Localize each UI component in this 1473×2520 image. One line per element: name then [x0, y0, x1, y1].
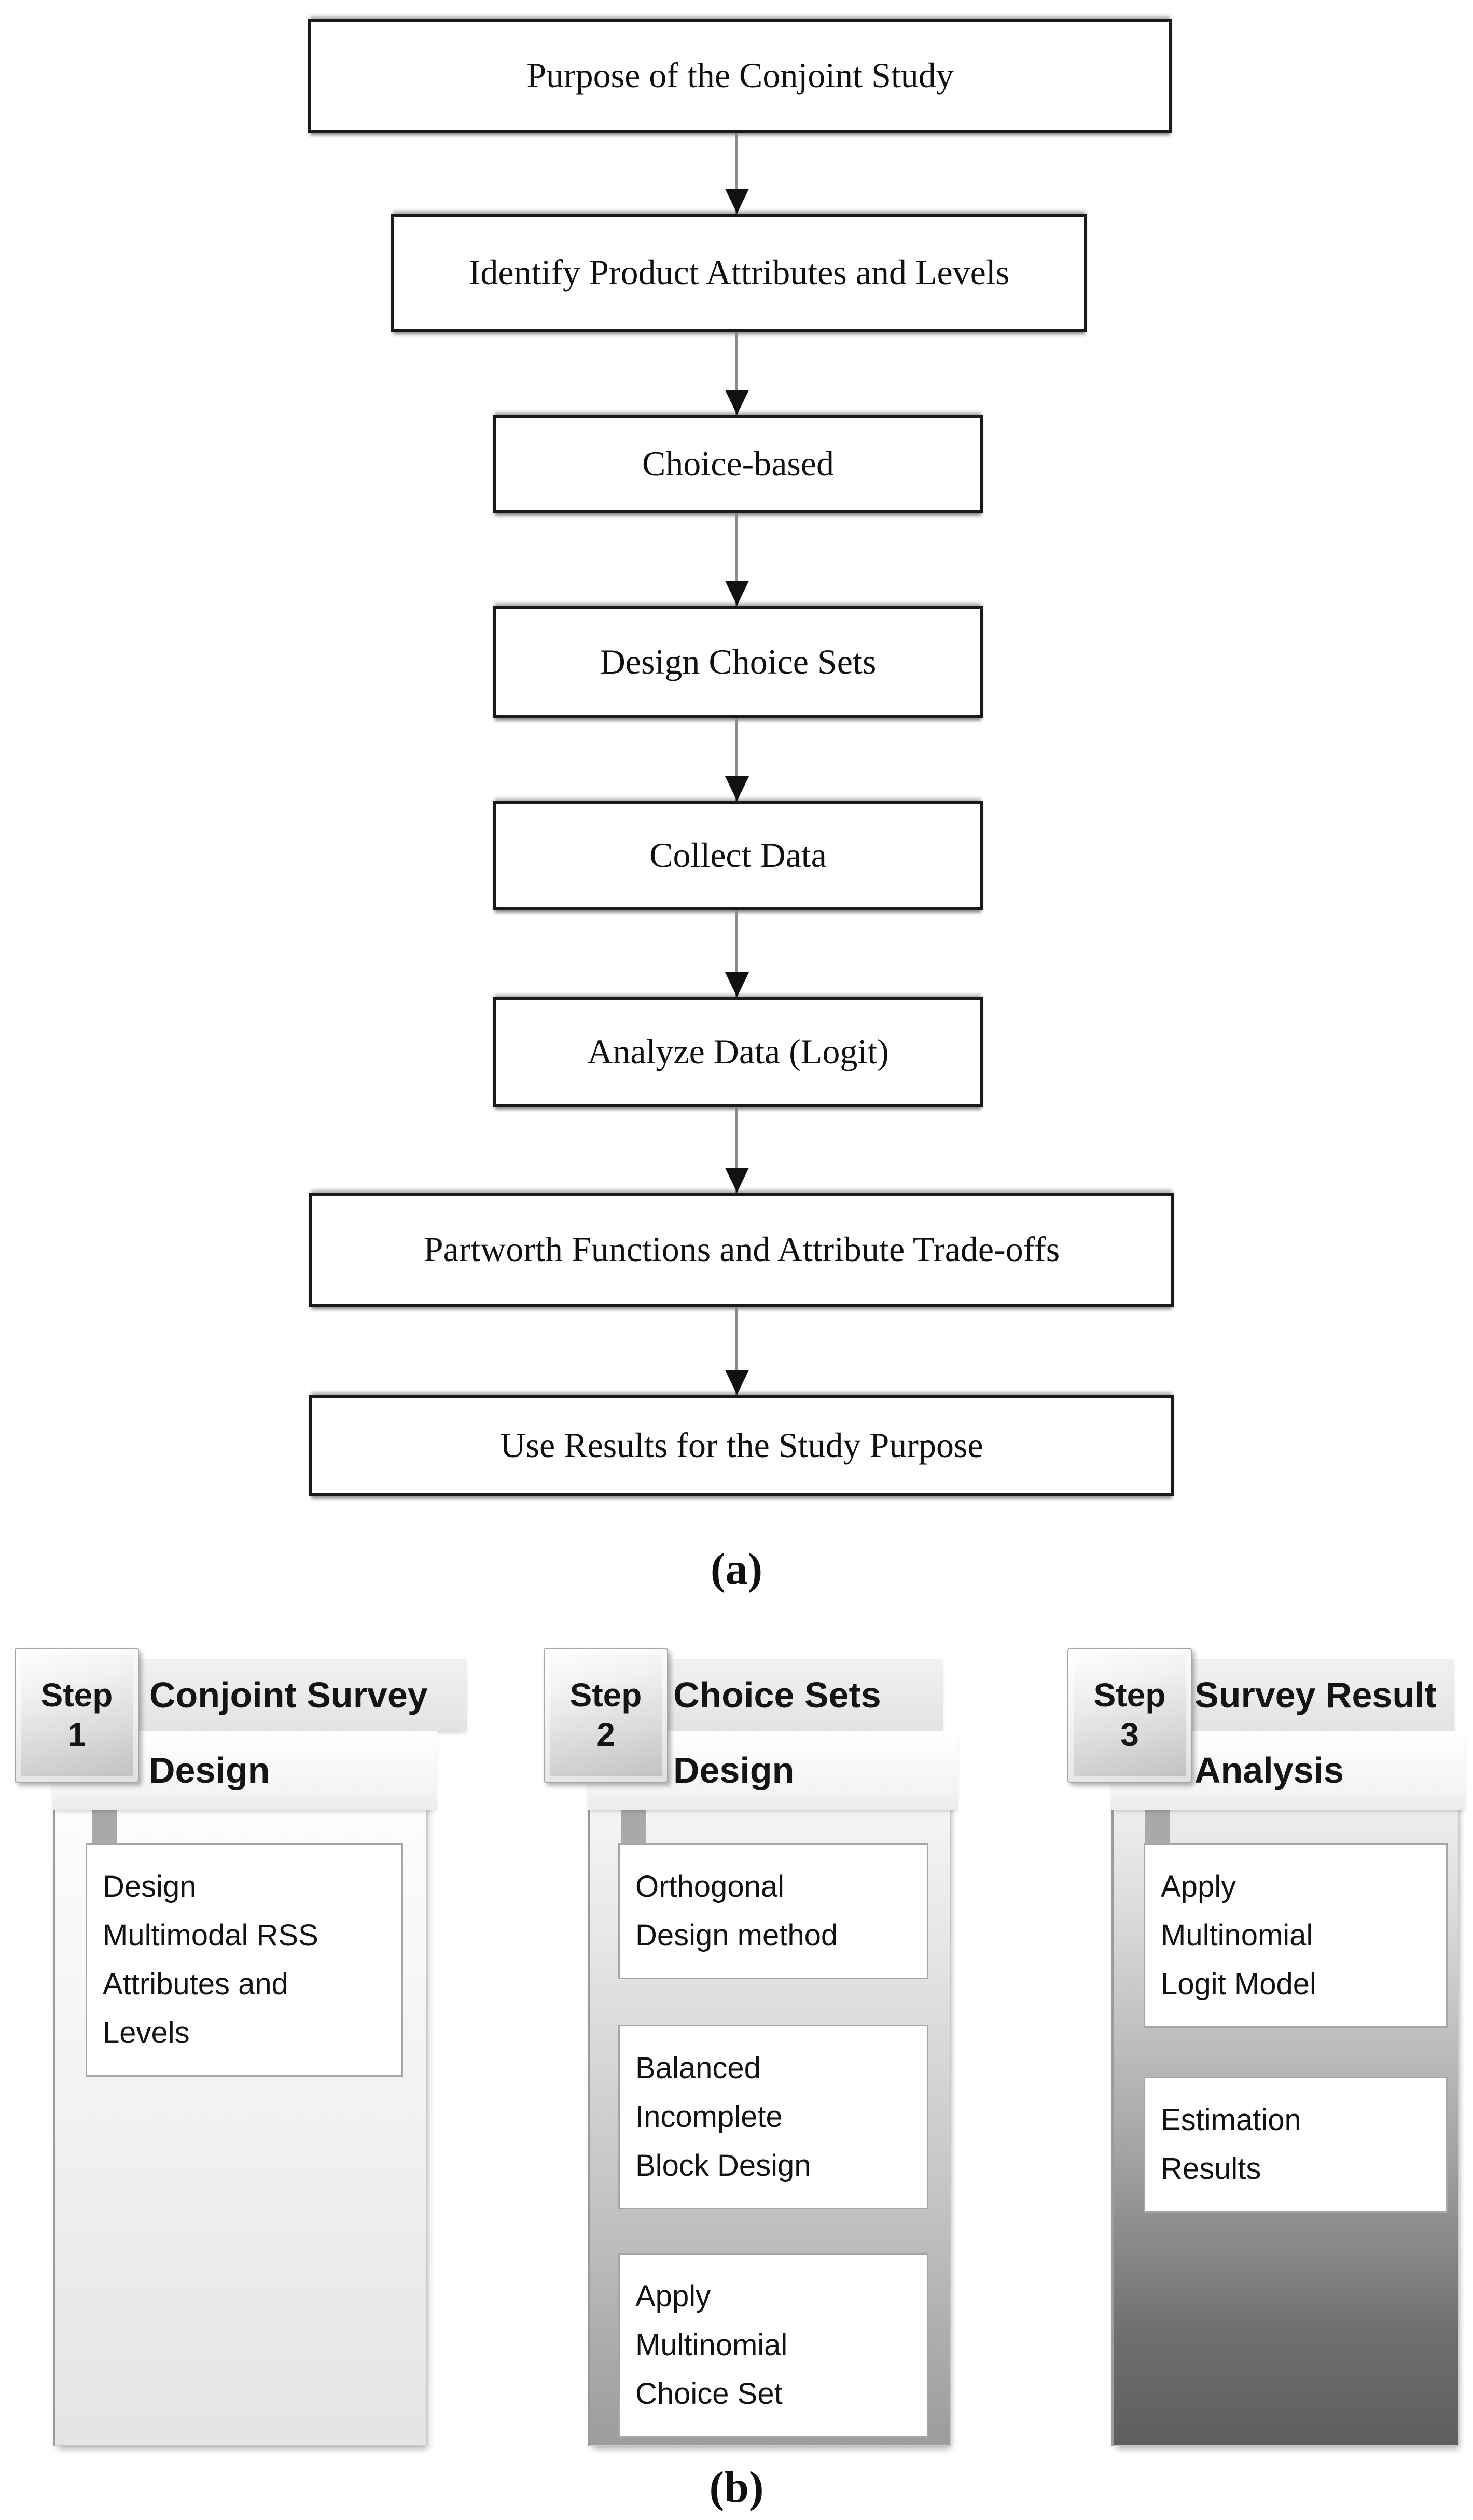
step2-title-line1: Choice Sets [673, 1675, 881, 1715]
step3-box-logit-model: Apply Multinomial Logit Model [1144, 1843, 1448, 2028]
box-line: Design [103, 1870, 197, 1903]
box-line: Choice Set [635, 2376, 783, 2411]
step3-badge-word: Step [1093, 1676, 1166, 1714]
step2-badge-number: 2 [596, 1716, 615, 1753]
flow-arrow [725, 332, 749, 415]
step2-badge-word: Step [569, 1676, 642, 1714]
box-line: Incomplete [635, 2099, 783, 2134]
flow-box-design-sets: Design Choice Sets [493, 606, 983, 718]
flow-box-partworth: Partworth Functions and Attribute Trade-… [309, 1193, 1174, 1307]
box-line: Design method [635, 1918, 838, 1952]
flow-box-choice-based: Choice-based [493, 415, 983, 513]
flow-arrow [725, 1307, 749, 1395]
flow-box-analyze: Analyze Data (Logit) [493, 997, 983, 1107]
step1-badge: Step 1 [15, 1648, 139, 1783]
arrow-head-icon [725, 972, 749, 997]
step3-badge-number: 3 [1120, 1716, 1139, 1753]
step2-box-multinomial-set: Apply Multinomial Choice Set [618, 2253, 928, 2438]
flow-box-identify: Identify Product Attributes and Levels [391, 214, 1087, 332]
box-line: Results [1161, 2151, 1261, 2186]
box-line: Logit Model [1161, 1967, 1316, 2001]
flow-box-collect: Collect Data [493, 801, 983, 910]
panel-a-label: (a) [710, 1544, 763, 1593]
step2-box-bibd: Balanced Incomplete Block Design [618, 2025, 928, 2209]
step2-title-line2: Design [673, 1750, 795, 1790]
step2-badge: Step 2 [544, 1648, 668, 1783]
step1-title-strip: Design [53, 1731, 437, 1810]
flow-arrow [725, 1107, 749, 1193]
step1-title-line2: Design [149, 1750, 270, 1790]
arrow-head-icon [725, 776, 749, 801]
arrow-head-icon [725, 390, 749, 415]
box-line: Apply [1161, 1870, 1236, 1903]
step1-badge-number: 1 [67, 1716, 86, 1753]
step3-box-estimation: Estimation Results [1144, 2077, 1448, 2213]
arrow-head-icon [725, 1370, 749, 1395]
box-line: Block Design [635, 2148, 811, 2182]
step1-badge-word: Step [40, 1676, 113, 1714]
box-line: Balanced [635, 2051, 761, 2085]
step3-title-line1: Survey Result [1194, 1675, 1437, 1715]
step1-box-attributes: Design Multimodal RSS Attributes and Lev… [86, 1843, 403, 2077]
arrow-head-icon [725, 189, 749, 214]
box-line: Multinomial [1161, 1918, 1313, 1952]
flow-arrow [725, 513, 749, 606]
box-line: Attributes and [103, 1967, 288, 2001]
step3-title-line2: Analysis [1194, 1750, 1344, 1790]
box-line: Orthogonal [635, 1870, 784, 1903]
arrow-head-icon [725, 581, 749, 606]
box-line: Levels [103, 2015, 190, 2050]
step3-badge: Step 3 [1067, 1648, 1192, 1783]
box-line: Multimodal RSS [103, 1918, 318, 1952]
step2-box-orthogonal: Orthogonal Design method [618, 1843, 928, 1979]
flow-arrow [725, 910, 749, 997]
flow-box-purpose: Purpose of the Conjoint Study [308, 19, 1172, 133]
flow-arrow [725, 718, 749, 801]
step1-title-line1: Conjoint Survey [149, 1675, 428, 1715]
flow-arrow [725, 133, 749, 214]
panel-b-label: (b) [709, 2462, 764, 2512]
box-line: Multinomial [635, 2328, 788, 2362]
flow-box-use-results: Use Results for the Study Purpose [309, 1395, 1174, 1496]
arrow-head-icon [725, 1168, 749, 1193]
box-line: Apply [635, 2279, 711, 2313]
box-line: Estimation [1161, 2103, 1301, 2137]
